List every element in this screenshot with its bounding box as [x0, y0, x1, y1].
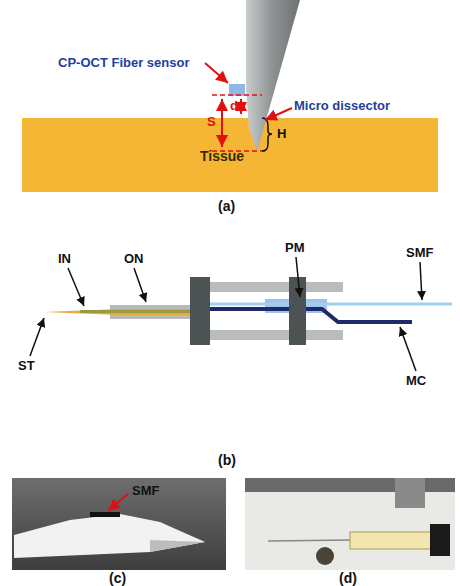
leader-arrow: [134, 268, 146, 302]
panel-label: (c): [109, 570, 126, 586]
photo-background: [12, 478, 226, 570]
syringe-schematic: [44, 277, 452, 345]
part-label: ST: [18, 358, 35, 374]
leader-arrow: [400, 327, 416, 371]
part-label: IN: [58, 251, 71, 267]
part-label: SMF: [132, 483, 159, 499]
reference-line: [212, 150, 266, 152]
syringe-barrel: [350, 532, 432, 549]
needle-photo: [12, 478, 226, 570]
leader-arrow: [108, 494, 128, 511]
leader-arrow: [420, 262, 422, 300]
part-label: PM: [285, 240, 305, 256]
leader-arrow: [205, 63, 228, 83]
fiber-end: [90, 512, 120, 517]
part-label: Micro dissector: [294, 98, 390, 114]
needle: [268, 540, 352, 541]
dimension-label: S: [207, 114, 216, 130]
panel-label: (b): [218, 452, 236, 468]
dimension-label: H: [277, 126, 286, 142]
leader-arrow: [68, 268, 84, 306]
single-mode-fiber: [200, 303, 452, 306]
leader-arrow: [30, 318, 44, 356]
holder-block: [190, 277, 210, 345]
panel-label: (a): [218, 198, 235, 214]
coin: [316, 547, 334, 565]
part-label: SMF: [406, 245, 433, 261]
micro-dissector: [246, 0, 300, 152]
caliper-jaw: [395, 478, 425, 508]
holder-block: [289, 277, 306, 345]
fiber-sensor: [229, 84, 245, 96]
needle-tip: [150, 540, 205, 552]
tissue-band: Tissue: [22, 118, 438, 192]
dimension-arrow: [221, 99, 223, 147]
part-label: ON: [124, 251, 144, 267]
leader-arrow: [296, 257, 300, 297]
dimension-arrow: [240, 99, 242, 114]
leader-arrow: [265, 108, 292, 120]
photo-background: [245, 478, 455, 570]
depth-bracket: [262, 118, 272, 151]
part-label: CP-OCT Fiber sensor: [58, 55, 189, 71]
panel-label: (d): [339, 570, 357, 586]
node-label: Tissue: [200, 148, 244, 164]
guide-rail: [208, 282, 343, 292]
syringe-holder: [430, 524, 450, 556]
needle-bevel: [14, 514, 205, 558]
guide-rail: [208, 330, 343, 340]
reference-line: [212, 94, 262, 96]
micro-cable: [205, 309, 412, 322]
dimension-label: d: [230, 98, 238, 114]
part-label: MC: [406, 373, 426, 389]
syringe-photo: [245, 478, 455, 570]
